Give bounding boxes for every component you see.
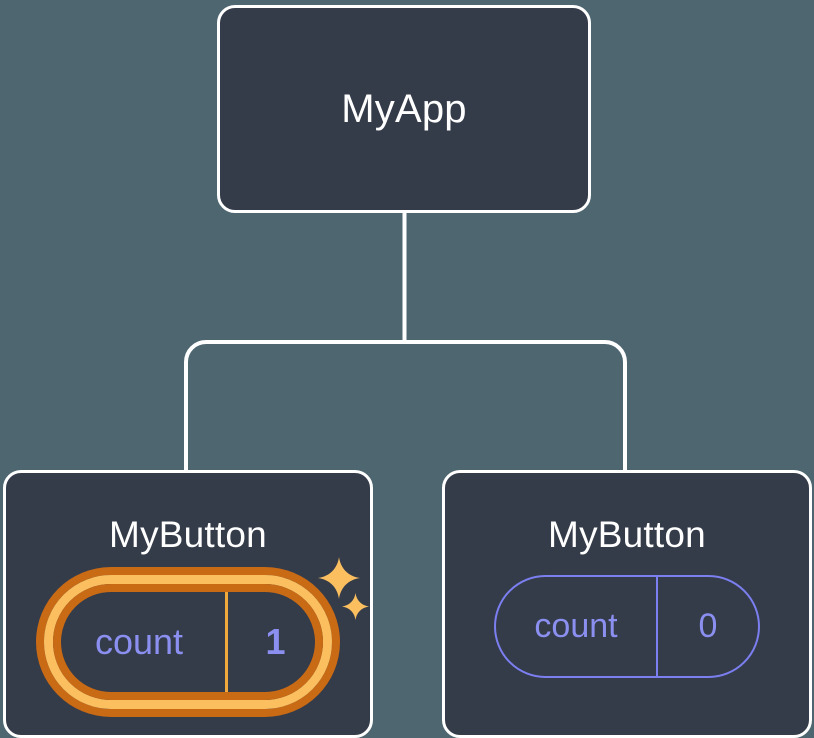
state-pill-divider-left bbox=[225, 584, 228, 700]
state-pill-count[interactable]: count 0 bbox=[494, 575, 760, 678]
sparkle-large-icon bbox=[318, 557, 360, 599]
state-pill-wrap-left: count 1 bbox=[44, 557, 369, 709]
state-pill-wrap-right: count 0 bbox=[494, 575, 760, 678]
connector-bus-right bbox=[404, 340, 627, 470]
state-pill-value-left: 1 bbox=[265, 621, 286, 662]
state-pill-key-right: count bbox=[534, 607, 618, 645]
state-pill-value-right: 0 bbox=[698, 607, 718, 645]
connector-bus-left bbox=[184, 340, 405, 470]
state-pill-key-left: count bbox=[94, 621, 184, 662]
sparkle-small-icon bbox=[342, 593, 369, 620]
node-myapp[interactable]: MyApp bbox=[217, 5, 591, 213]
node-myapp-label: MyApp bbox=[341, 87, 467, 131]
state-pill-divider-right bbox=[656, 577, 658, 676]
state-pill-count-highlighted[interactable]: count 1 bbox=[44, 575, 332, 709]
node-mybutton-right-label: MyButton bbox=[548, 514, 706, 555]
node-mybutton-left-label: MyButton bbox=[109, 514, 267, 555]
node-mybutton-right[interactable]: MyButton count 0 bbox=[442, 470, 812, 738]
node-mybutton-left[interactable]: MyButton count 1 bbox=[3, 470, 373, 738]
